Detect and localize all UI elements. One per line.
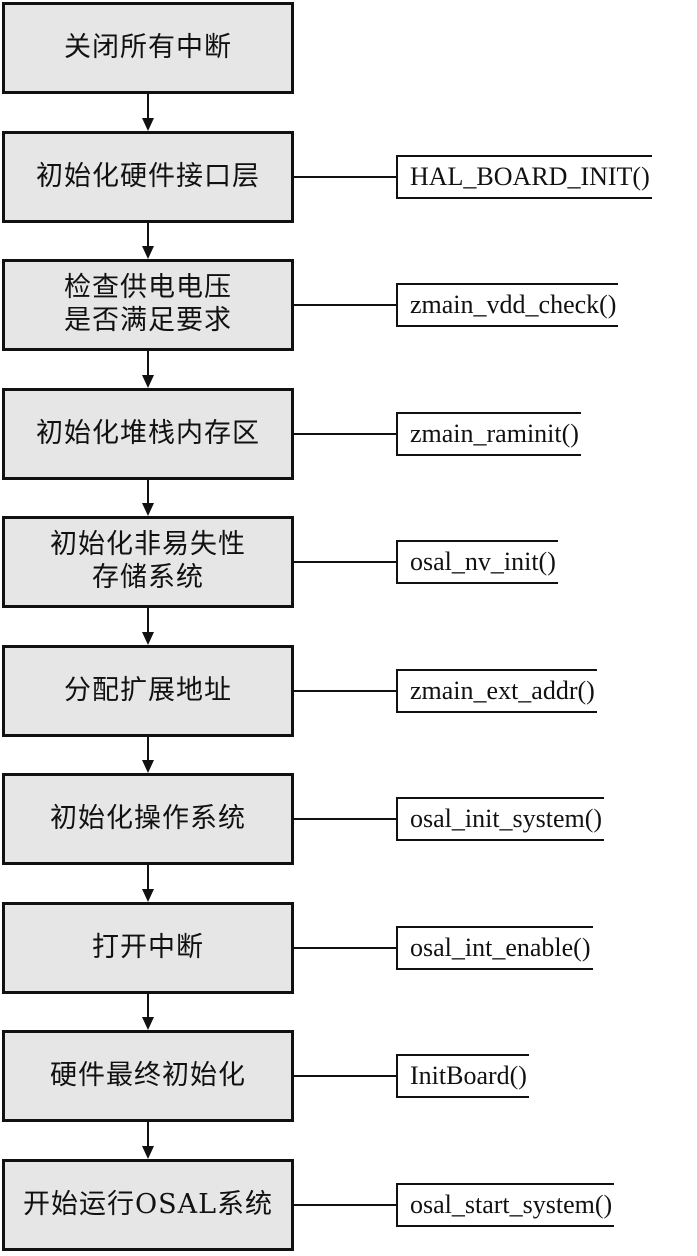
step-box-1: 关闭所有中断 [2,2,294,94]
arrow-shaft-6 [147,737,149,762]
arrow-shaft-4 [147,480,149,505]
arrow-shaft-3 [147,351,149,377]
function-name-5: osal_nv_init() [410,547,556,576]
connector-line-4 [294,433,396,435]
step-label-7: 初始化操作系统 [50,802,246,834]
step-label-10: 开始运行OSAL系统 [22,1188,274,1220]
step-label-6: 分配扩展地址 [64,674,232,706]
function-name-8: osal_int_enable() [410,933,591,962]
arrow-down-icon [142,760,154,773]
arrow-shaft-5 [147,608,149,634]
arrow-down-icon [142,375,154,388]
function-name-4: zmain_raminit() [410,419,579,448]
step-label-9: 硬件最终初始化 [50,1059,246,1091]
connector-line-2 [294,176,396,178]
step-label-5: 初始化非易失性 存储系统 [50,529,246,593]
step-box-10: 开始运行OSAL系统 [2,1159,294,1251]
connector-line-5 [294,561,396,563]
arrow-down-icon [142,503,154,516]
step-box-8: 打开中断 [2,902,294,994]
function-name-2: HAL_BOARD_INIT() [410,162,650,191]
arrow-shaft-8 [147,994,149,1019]
connector-line-8 [294,947,396,949]
function-label-6: zmain_ext_addr() [396,669,597,713]
step-label-3: 检查供电电压 是否满足要求 [64,272,232,336]
connector-line-7 [294,818,396,820]
function-name-3: zmain_vdd_check() [410,290,617,319]
step-box-2: 初始化硬件接口层 [2,131,294,223]
arrow-shaft-7 [147,865,149,891]
function-label-2: HAL_BOARD_INIT() [396,155,652,199]
function-name-9: InitBoard() [410,1061,527,1090]
step-box-5: 初始化非易失性 存储系统 [2,516,294,608]
arrow-down-icon [142,1146,154,1159]
function-label-4: zmain_raminit() [396,412,581,456]
function-name-6: zmain_ext_addr() [410,676,595,705]
arrow-down-icon [142,1017,154,1030]
step-label-2: 初始化硬件接口层 [36,160,260,192]
step-box-6: 分配扩展地址 [2,645,294,737]
function-label-9: InitBoard() [396,1054,529,1098]
step-label-8: 打开中断 [92,931,204,963]
arrow-down-icon [142,246,154,259]
connector-line-6 [294,690,396,692]
arrow-down-icon [142,118,154,131]
connector-line-10 [294,1204,396,1206]
step-box-9: 硬件最终初始化 [2,1030,294,1122]
function-name-10: osal_start_system() [410,1190,613,1219]
step-label-1: 关闭所有中断 [64,31,232,63]
arrow-down-icon [142,889,154,902]
connector-line-3 [294,304,396,306]
function-label-5: osal_nv_init() [396,540,558,584]
step-box-3: 检查供电电压 是否满足要求 [2,259,294,351]
arrow-down-icon [142,632,154,645]
arrow-shaft-2 [147,223,149,248]
arrow-shaft-1 [147,94,149,120]
connector-line-9 [294,1075,396,1077]
function-label-3: zmain_vdd_check() [396,283,619,327]
function-name-7: osal_init_system() [410,804,603,833]
function-label-7: osal_init_system() [396,797,605,841]
step-label-4: 初始化堆栈内存区 [36,417,260,449]
arrow-shaft-9 [147,1122,149,1148]
step-box-4: 初始化堆栈内存区 [2,388,294,480]
function-label-8: osal_int_enable() [396,926,593,970]
function-label-10: osal_start_system() [396,1183,615,1227]
step-box-7: 初始化操作系统 [2,773,294,865]
